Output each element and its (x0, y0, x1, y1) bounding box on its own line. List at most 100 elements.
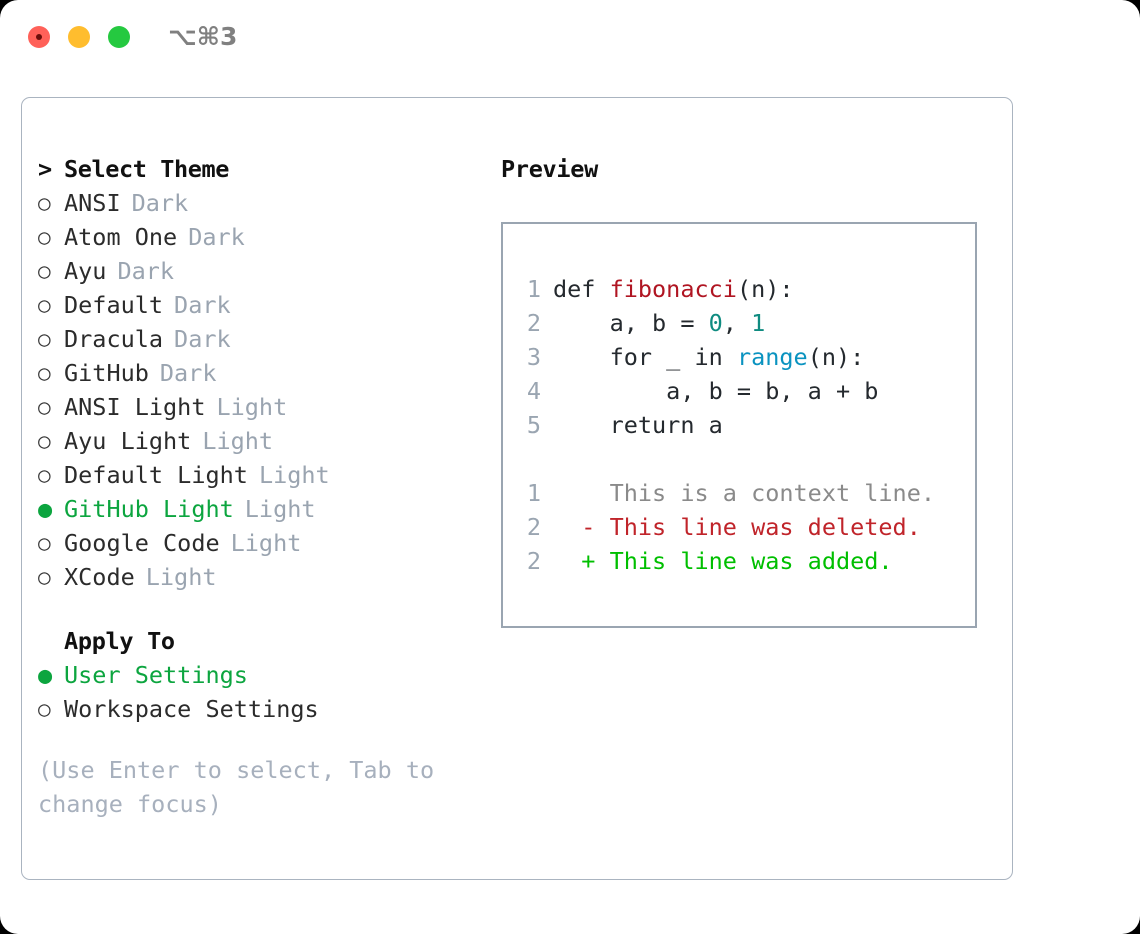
theme-item-variant: Dark (131, 189, 189, 217)
diff-line-text: + This line was added. (553, 547, 893, 575)
radio-unselected-icon: ○ (38, 259, 51, 283)
code-line-text: return a (553, 408, 723, 442)
theme-item[interactable]: ○ GitHub Dark (38, 356, 478, 390)
code-token-plain: return a (553, 411, 723, 439)
diff-line: 1 This is a context line. (515, 476, 969, 510)
code-line-text: a, b = b, a + b (553, 374, 878, 408)
code-token-call: range (736, 343, 808, 371)
theme-item[interactable]: ○ XCode Light (38, 560, 478, 594)
keyboard-shortcut-label: ⌥⌘3 (168, 22, 238, 51)
maximize-button[interactable] (108, 26, 130, 48)
theme-item-name: Atom One (64, 223, 178, 251)
theme-item-name: ANSI Light (64, 393, 206, 421)
theme-item-name: Default Light (64, 461, 248, 489)
radio-unselected-icon: ○ (38, 327, 51, 351)
apply-to-item-label: User Settings (64, 661, 248, 689)
theme-item-variant: Light (230, 529, 302, 557)
theme-item-variant: Light (258, 461, 330, 489)
radio-unselected-icon: ○ (38, 293, 51, 317)
theme-item-name: Dracula (64, 325, 164, 353)
apply-to-heading: Apply To (38, 624, 478, 658)
theme-item-variant: Light (244, 495, 316, 523)
theme-item-variant: Dark (117, 257, 175, 285)
select-theme-heading-label: Select Theme (64, 155, 229, 183)
radio-unselected-icon: ○ (38, 361, 51, 385)
theme-item[interactable]: ○ Default Light Light (38, 458, 478, 492)
apply-to-item-label: Workspace Settings (64, 695, 319, 723)
title-bar: ⌥⌘3 (0, 0, 1140, 76)
code-line: 1 def fibonacci(n): (515, 272, 969, 306)
code-token-plain: def (553, 275, 610, 303)
radio-unselected-icon: ○ (38, 565, 51, 589)
minimize-button[interactable] (68, 26, 90, 48)
code-line-text: def fibonacci(n): (553, 272, 794, 306)
code-line: 2 a, b = 0, 1 (515, 306, 969, 340)
close-button[interactable] (28, 26, 50, 48)
theme-item[interactable]: ○ Dracula Dark (38, 322, 478, 356)
theme-item-name: ANSI (64, 189, 121, 217)
code-token-num: 1 (751, 309, 766, 337)
radio-unselected-icon: ○ (38, 463, 51, 487)
radio-unselected-icon: ○ (38, 395, 51, 419)
diff-sample: 1 This is a context line.2 - This line w… (515, 476, 969, 578)
theme-item-variant: Light (216, 393, 288, 421)
theme-item-name: XCode (64, 563, 135, 591)
code-line-number: 1 (526, 275, 541, 303)
apply-to-list: ● User Settings ○Workspace Settings (38, 658, 478, 726)
radio-unselected-icon: ○ (38, 531, 51, 555)
keyboard-hint-text: (Use Enter to select, Tab to change focu… (38, 756, 435, 818)
code-token-plain: a, b = b, a + b (553, 377, 879, 405)
code-token-plain: a, b = (553, 309, 709, 337)
theme-item[interactable]: ○ ANSI Dark (38, 186, 478, 220)
diff-line: 2 - This line was deleted. (515, 510, 969, 544)
diff-line: 2 + This line was added. (515, 544, 969, 578)
select-theme-heading: > Select Theme (38, 152, 478, 186)
theme-item-name: Google Code (64, 529, 220, 557)
theme-item[interactable]: ○ Google Code Light (38, 526, 478, 560)
theme-item[interactable]: ○ ANSI Light Light (38, 390, 478, 424)
code-line-number: 4 (526, 377, 541, 405)
diff-spacer (515, 442, 969, 476)
code-line-text: a, b = 0, 1 (553, 306, 766, 340)
theme-item-variant: Dark (188, 223, 245, 251)
theme-item-variant: Dark (174, 325, 231, 353)
code-line: 4 a, b = b, a + b (515, 374, 969, 408)
radio-unselected-icon: ○ (38, 191, 51, 215)
theme-item-variant: Dark (174, 291, 231, 319)
code-token-plain: (n): (807, 343, 865, 371)
apply-to-item[interactable]: ○Workspace Settings (38, 692, 478, 726)
code-token-func: fibonacci (609, 275, 737, 303)
diff-line-number: 1 (526, 479, 541, 507)
apply-to-heading-label: Apply To (64, 627, 175, 655)
theme-item-name: GitHub Light (64, 495, 234, 523)
cursor-icon: > (38, 155, 52, 183)
code-line-text: for _ in range(n): (553, 340, 865, 374)
preview-title: Preview (501, 155, 598, 183)
code-token-plain: , (722, 309, 752, 337)
apply-to-item[interactable]: ● User Settings (38, 658, 478, 692)
code-token-num: 0 (708, 309, 723, 337)
diff-line-text: - This line was deleted. (553, 513, 921, 541)
code-line: 3 for _ in range(n): (515, 340, 969, 374)
theme-item-variant: Dark (159, 359, 217, 387)
window-controls (28, 26, 130, 48)
code-line-number: 3 (526, 343, 541, 371)
radio-selected-icon: ● (38, 661, 53, 689)
theme-item-name: GitHub (64, 359, 149, 387)
diff-line-text: This is a context line. (553, 479, 936, 507)
theme-item-variant: Light (145, 563, 217, 591)
diff-line-number: 2 (526, 547, 541, 575)
code-token-plain: for _ in (553, 343, 737, 371)
